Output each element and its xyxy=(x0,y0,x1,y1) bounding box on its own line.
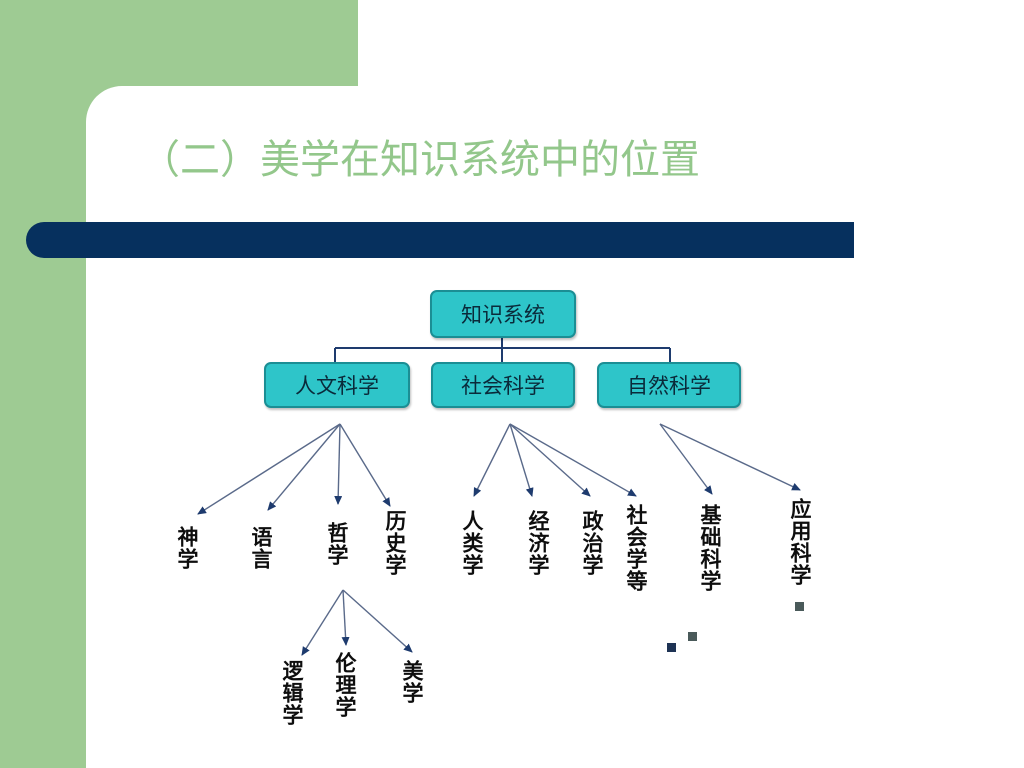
arrows xyxy=(197,423,801,656)
leaf-anthropology: 人类学 xyxy=(460,510,485,576)
title-underline-bar xyxy=(26,222,854,258)
arrow-sociology xyxy=(509,423,637,497)
leaf-logic: 逻辑学 xyxy=(280,660,305,726)
social-science-box: 社会科学 xyxy=(431,362,575,408)
arrow-aesthetics xyxy=(342,589,413,653)
decorative-square xyxy=(688,632,697,641)
tree-connectors xyxy=(334,338,671,362)
leaf-politics: 政治学 xyxy=(580,510,605,576)
arrow-politics xyxy=(509,423,591,497)
leaf-history: 历史学 xyxy=(383,510,408,576)
leaf-applied-science: 应用科学 xyxy=(788,498,813,586)
arrow-theology xyxy=(197,423,341,515)
arrow-ethics xyxy=(341,589,350,646)
natural-science-box: 自然科学 xyxy=(597,362,741,408)
leaf-philosophy: 哲学 xyxy=(325,522,350,566)
leaf-linguistics: 语言 xyxy=(249,526,274,570)
leaf-ethics: 伦理学 xyxy=(333,652,358,718)
arrow-history xyxy=(339,423,391,507)
humanities-box: 人文科学 xyxy=(264,362,410,408)
slide-title: （二）美学在知识系统中的位置 xyxy=(140,137,700,183)
leaf-basic-science: 基础科学 xyxy=(698,504,723,592)
decorative-square xyxy=(795,602,804,611)
leaf-economics: 经济学 xyxy=(526,510,551,576)
arrow-philosophy xyxy=(334,423,343,505)
leaf-aesthetics: 美学 xyxy=(400,660,425,704)
decorative-square xyxy=(667,643,676,652)
arrow-anthropology xyxy=(473,423,511,497)
arrow-applied-science xyxy=(659,423,801,491)
arrow-economics xyxy=(509,423,534,497)
content-card xyxy=(86,86,1024,768)
root-box: 知识系统 xyxy=(430,290,576,338)
arrow-logic xyxy=(301,589,344,656)
arrow-basic-science xyxy=(659,423,713,495)
arrow-linguistics xyxy=(267,423,341,511)
leaf-sociology: 社会学等 xyxy=(624,504,649,592)
leaf-theology: 神学 xyxy=(175,526,200,570)
